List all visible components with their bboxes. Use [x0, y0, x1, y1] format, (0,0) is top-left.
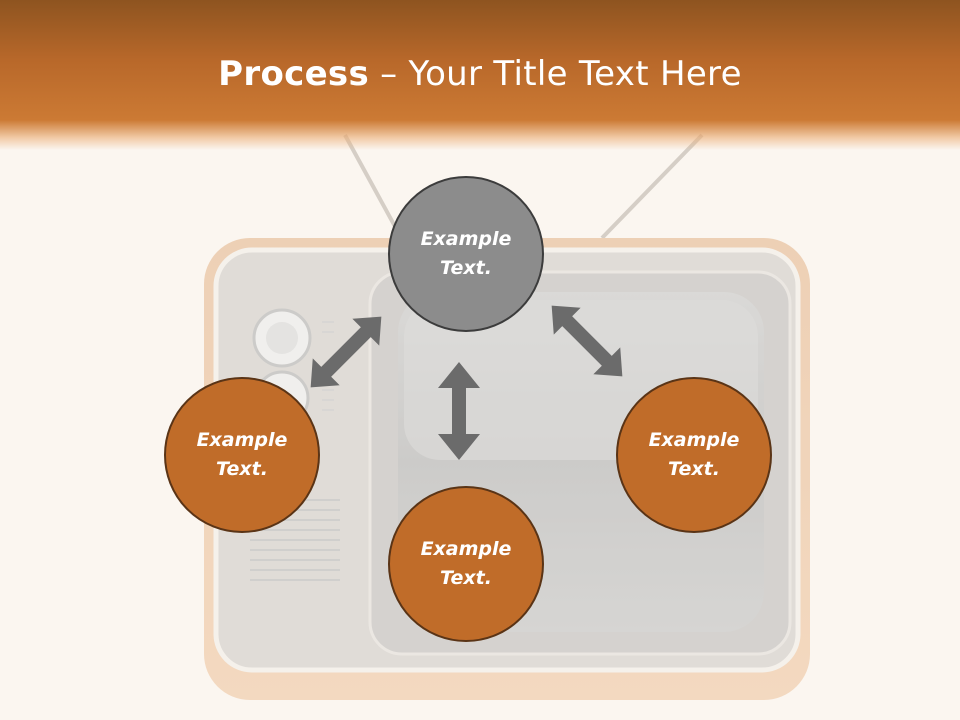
- bottom-circle-line2: Text.: [440, 567, 492, 589]
- top-circle-line1: Example: [420, 228, 512, 250]
- vertical-double-arrow: [438, 362, 480, 460]
- top-circle-line2: Text.: [440, 257, 492, 279]
- bottom-circle-line1: Example: [420, 538, 512, 560]
- right-circle-line1: Example: [648, 429, 740, 451]
- title-rest: – Your Title Text Here: [369, 54, 742, 94]
- title-bold: Process: [218, 54, 370, 94]
- left-circle-line2: Text.: [216, 458, 268, 480]
- slide-title: Process – Your Title Text Here: [0, 50, 960, 98]
- left-diagonal-double-arrow: [310, 316, 382, 388]
- left-circle-line1: Example: [196, 429, 288, 451]
- right-diagonal-double-arrow: [551, 305, 623, 377]
- right-circle-line2: Text.: [668, 458, 720, 480]
- title-bar: [0, 0, 960, 150]
